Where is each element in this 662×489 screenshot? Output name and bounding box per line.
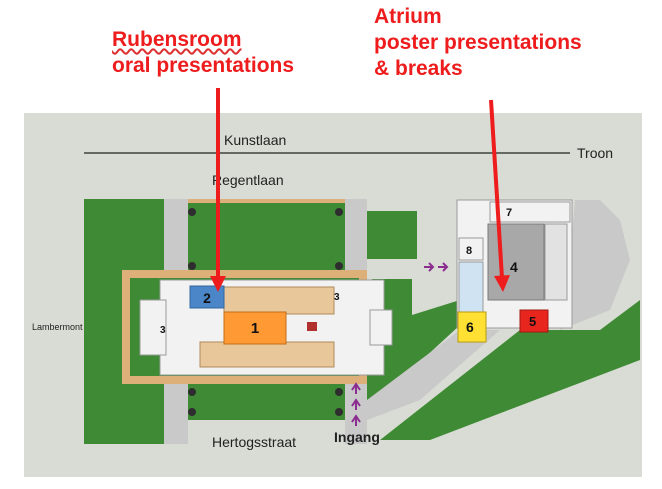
tree [188, 408, 196, 416]
room-6 [457, 311, 487, 343]
north-lawn [188, 199, 345, 270]
southeast-path [367, 330, 500, 420]
atrium-title: Atrium [374, 5, 442, 28]
room-7-label: 7 [506, 207, 512, 219]
room-3-west-label: 3 [160, 325, 166, 336]
south-rooms [199, 341, 335, 368]
tree [335, 208, 343, 216]
north-rooms [223, 286, 335, 315]
room-8 [458, 237, 484, 261]
tree [188, 262, 196, 270]
room-4-label: 4 [510, 259, 518, 275]
west-wing [139, 299, 167, 356]
entrance-label: Ingang [334, 429, 380, 445]
entrance-arrow-up-icon [351, 382, 361, 394]
tree [335, 262, 343, 270]
street-kunstlaan: Kunstlaan [224, 132, 286, 148]
rubensroom-callout: Rubensroom oral presentations [112, 27, 294, 79]
room-8-label: 8 [466, 245, 472, 257]
rubensroom-title: Rubensroom [112, 28, 242, 51]
tree [335, 388, 343, 396]
tree [188, 208, 196, 216]
street-hertogsstraat: Hertogsstraat [212, 434, 296, 450]
entrance-arrow-up-icon [351, 398, 361, 410]
room-2 [189, 285, 225, 309]
mid-lawn-upper [367, 211, 417, 259]
room-1-label: 1 [251, 320, 259, 337]
entrance-arrow-right-icon [424, 262, 435, 272]
entrance-arrows [351, 262, 449, 426]
room-5 [519, 309, 549, 333]
room-4-atrium [487, 223, 545, 301]
atrium-callout: Atrium poster presentations & breaks [374, 4, 582, 82]
rubensroom-arrowhead-icon [210, 276, 226, 292]
northeast-plaza [560, 200, 630, 330]
street-lambermont: Lambermont [32, 322, 83, 332]
tree [188, 388, 196, 396]
room-6-label: 6 [466, 319, 474, 335]
atrium-side-rooms [544, 223, 568, 301]
atrium-subtitle: poster presentations [374, 31, 582, 54]
trees [188, 208, 343, 416]
south-lawn [188, 384, 345, 420]
entrance-arrow-right-icon [438, 262, 449, 272]
atrium-arrowhead-icon [494, 275, 510, 292]
room-3-east-label: 3 [334, 292, 340, 303]
room-7 [489, 201, 571, 223]
tree [335, 408, 343, 416]
southeast-lawn-strip [380, 300, 640, 440]
atrium-subtitle-2: & breaks [374, 57, 463, 80]
east-wing [369, 309, 393, 346]
entrance-arrow-up-icon [351, 414, 361, 426]
room-2-label: 2 [203, 290, 211, 306]
rubensroom-subtitle: oral presentations [112, 54, 295, 77]
street-regentlaan: Regentlaan [212, 172, 284, 188]
north-lawn-edge [188, 199, 345, 203]
room-1 [223, 311, 287, 345]
street-troon: Troon [577, 145, 613, 161]
atrium-pointer [489, 99, 504, 279]
callout-arrows [210, 88, 510, 292]
service-room [307, 322, 317, 331]
stair-block [458, 261, 484, 313]
room-5-label: 5 [529, 314, 536, 329]
